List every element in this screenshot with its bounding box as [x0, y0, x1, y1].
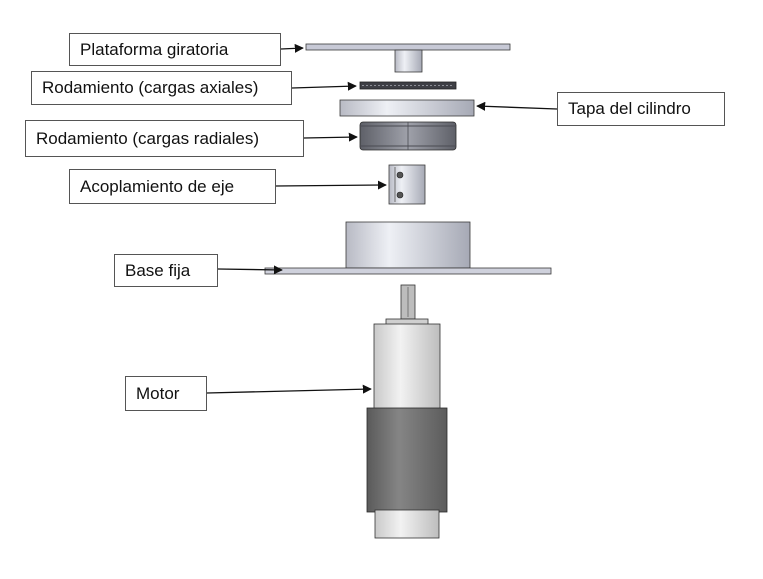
- rotating-platform: [305, 43, 511, 73]
- fixed-base: [264, 221, 552, 275]
- label-rotating-platform: Plataforma giratoria: [69, 33, 281, 66]
- arrow-axiales: [291, 81, 357, 91]
- arrow-acople: [275, 180, 387, 190]
- arrow-tapa: [476, 101, 558, 111]
- label-cylinder-cap: Tapa del cilindro: [557, 92, 725, 126]
- leader-lines: [206, 43, 558, 394]
- label-axial-bearing: Rodamiento (cargas axiales): [31, 71, 292, 105]
- arrow-base: [217, 265, 283, 275]
- label-motor: Motor: [125, 376, 207, 411]
- arrow-motor: [206, 384, 372, 394]
- radial-bearing: [359, 121, 457, 151]
- label-radial-bearing: Rodamiento (cargas radiales): [25, 120, 304, 157]
- arrow-plataforma: [280, 43, 304, 53]
- label-fixed-base: Base fija: [114, 254, 218, 287]
- axial-bearing: [359, 81, 457, 90]
- shaft-coupling: [388, 164, 426, 205]
- cylinder-cap: [339, 99, 475, 117]
- arrow-radiales: [303, 132, 358, 142]
- motor: [366, 284, 448, 539]
- label-shaft-coupling: Acoplamiento de eje: [69, 169, 276, 204]
